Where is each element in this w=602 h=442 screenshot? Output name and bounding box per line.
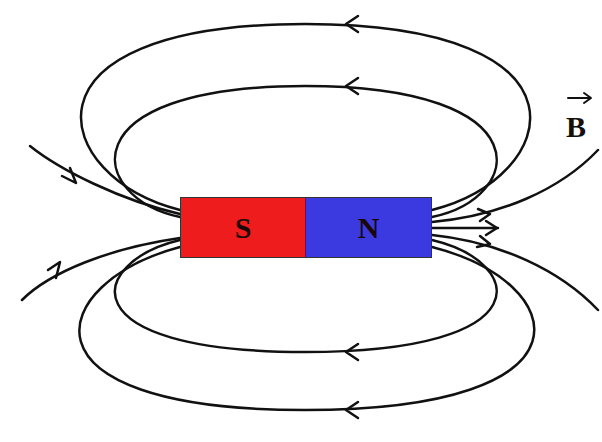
arrowhead [62,168,76,183]
pole-letter: S [235,213,252,243]
magnet-pole: S [180,197,306,258]
field-line [30,146,180,214]
field-line [432,227,498,230]
arrowhead [346,402,358,418]
vector-arrow [584,93,591,103]
pole-letter: N [358,213,380,243]
vector-arrow [568,97,590,99]
arrowhead [346,78,358,94]
arrowhead [478,209,490,221]
field-line [81,24,530,210]
arrowhead [346,344,358,360]
field-line [79,247,534,410]
field-symbol: B [566,112,586,142]
magnet-pole: N [305,197,432,258]
field-line [432,235,598,310]
arrowhead [346,16,358,32]
arrowhead [486,221,497,235]
arrowhead [477,236,490,247]
field-line [22,238,180,300]
field-line [432,150,598,222]
arrowhead [48,262,60,278]
